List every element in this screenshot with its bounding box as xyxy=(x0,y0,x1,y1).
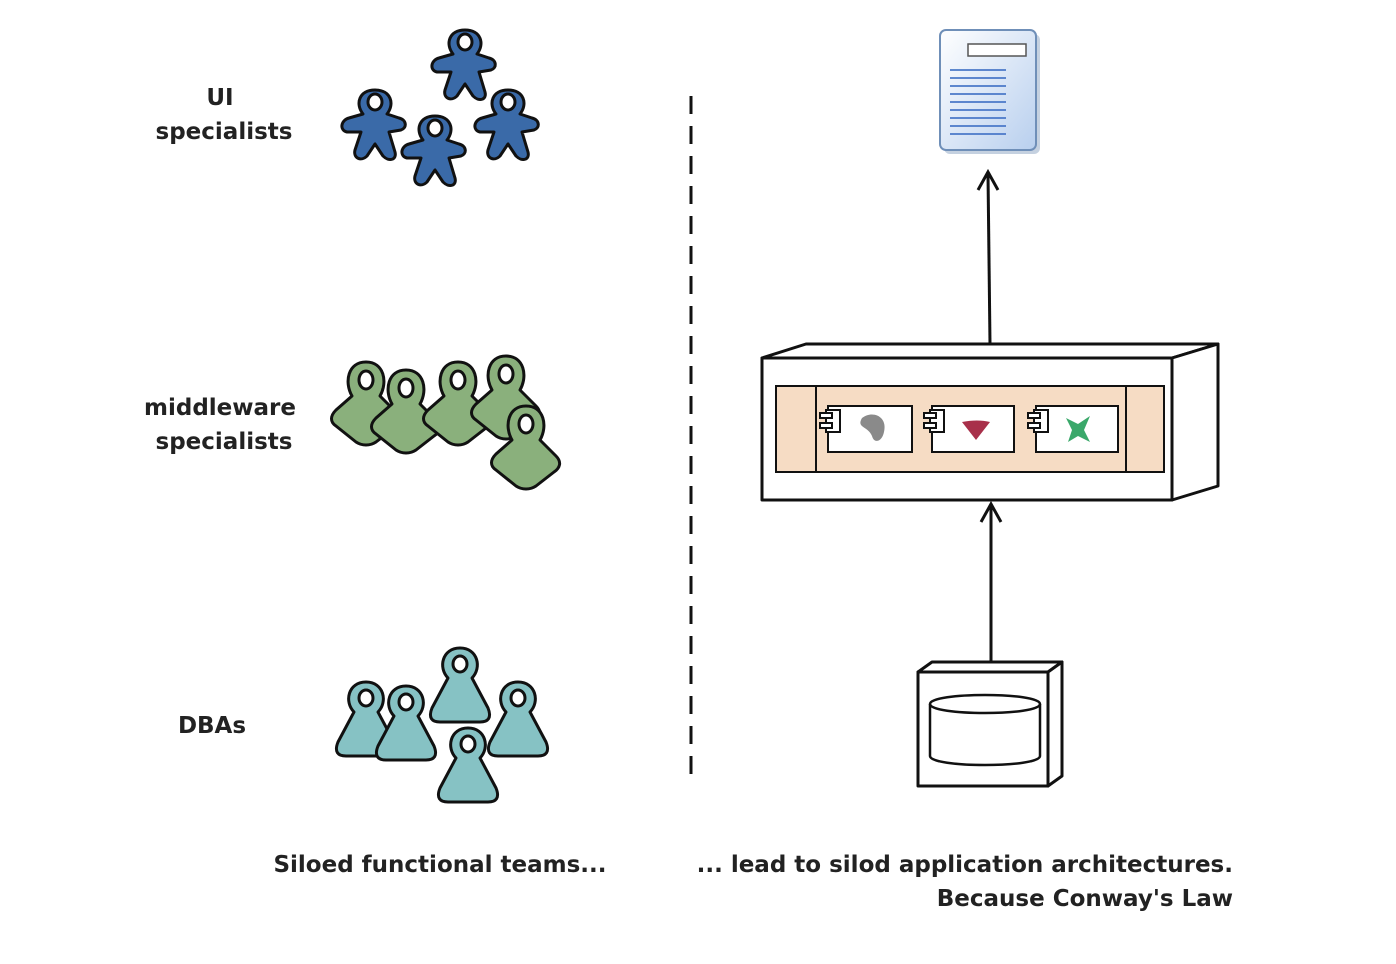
ui-specialists-label: UI specialists xyxy=(156,85,293,145)
ui-specialists-group xyxy=(340,28,540,187)
dbas-label: DBAs xyxy=(178,713,246,739)
application-server-icon xyxy=(760,342,1220,502)
right-caption-line1: ... lead to silod application architectu… xyxy=(697,852,1233,878)
person-teal-icon xyxy=(428,646,492,724)
middleware-specialists-label: middleware specialists xyxy=(144,395,304,455)
person-blue-icon xyxy=(400,114,467,187)
component-1 xyxy=(819,405,913,453)
middleware-specialists-group xyxy=(330,354,562,491)
person-blue-icon xyxy=(340,88,407,161)
document-icon xyxy=(939,29,1040,154)
person-blue-icon xyxy=(473,88,540,161)
database-icon xyxy=(916,660,1064,788)
arrow-server-to-document xyxy=(976,168,1000,345)
person-teal-icon xyxy=(486,680,550,758)
right-caption-line2: Because Conway's Law xyxy=(937,886,1233,912)
component-2 xyxy=(923,405,1015,453)
person-teal-icon xyxy=(436,726,500,804)
person-blue-icon xyxy=(430,28,497,101)
component-3 xyxy=(1027,405,1119,453)
arrow-database-to-server xyxy=(979,500,1003,662)
left-caption: Siloed functional teams... xyxy=(273,852,606,878)
dbas-group xyxy=(334,646,550,804)
